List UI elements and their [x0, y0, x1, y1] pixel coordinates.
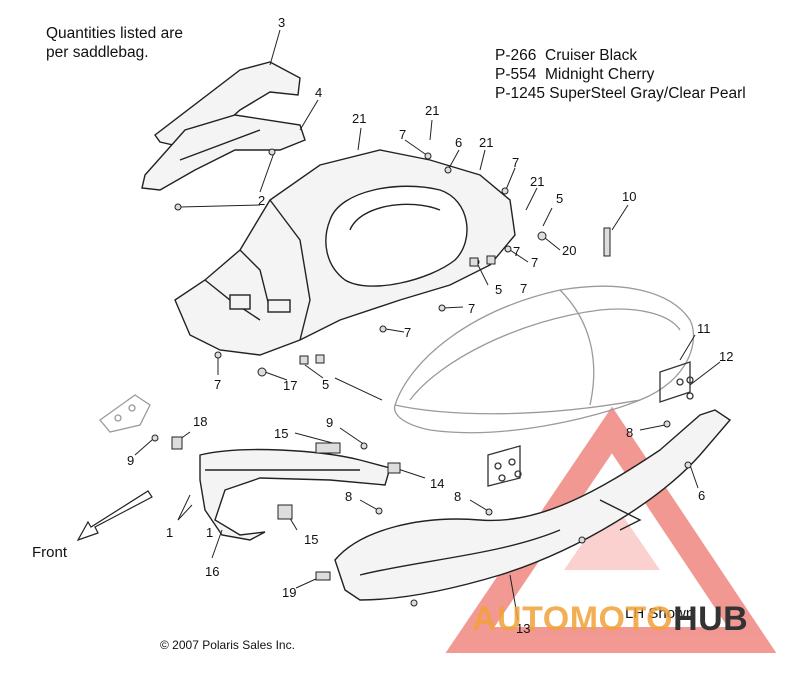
callout-12: 12: [719, 349, 734, 364]
callout-19: 19: [282, 585, 297, 600]
mount-plates: [487, 361, 694, 487]
callout-15b: 15: [304, 532, 319, 547]
callout-2: 2: [258, 193, 266, 208]
callout-6a: 6: [455, 135, 463, 150]
quantity-note-line1: Quantities listed are: [46, 25, 183, 42]
callout-7a: 7: [399, 127, 407, 142]
color-code-row: P-266 Cruiser Black: [495, 46, 746, 65]
callout-8c: 8: [626, 425, 634, 440]
callout-18: 18: [193, 414, 208, 429]
callout-7c: 7: [531, 255, 539, 270]
callout-8b: 8: [454, 489, 462, 504]
color-code: P-1245: [495, 85, 545, 102]
lid-outline: [393, 285, 695, 434]
callout-3: 3: [278, 15, 286, 30]
bracket-left: [99, 394, 151, 433]
color-code-row: P-554 Midnight Cherry: [495, 65, 746, 84]
callout-7g: 7: [513, 244, 521, 259]
quantity-note: Quantities listed are per saddlebag.: [46, 24, 246, 62]
callout-9b: 9: [326, 415, 334, 430]
callout-6b: 6: [698, 488, 706, 503]
color-code: P-266: [495, 47, 537, 64]
callout-9a: 9: [127, 453, 135, 468]
watermark-part1: AUTOMOTO: [472, 600, 674, 638]
callout-21b: 21: [425, 103, 440, 118]
callout-1b: 1: [166, 525, 174, 540]
callout-4: 4: [315, 85, 323, 100]
leader-lines: [134, 29, 721, 621]
quantity-note-line2: per saddlebag.: [46, 44, 149, 61]
front-arrow: [76, 490, 153, 542]
side-cover: [199, 448, 391, 541]
callout-17: 17: [283, 378, 298, 393]
callout-7f: 7: [214, 377, 222, 392]
callout-11: 11: [697, 321, 711, 336]
callout-14: 14: [430, 476, 445, 491]
callout-21c: 21: [479, 135, 494, 150]
callout-20: 20: [562, 243, 577, 258]
color-code-list: P-266 Cruiser Black P-554 Midnight Cherr…: [495, 46, 746, 103]
callout-5c: 5: [556, 191, 564, 206]
callout-5b: 5: [495, 282, 503, 297]
fasteners: [151, 148, 692, 607]
watermark-part2: HUB: [673, 600, 749, 638]
callout-10: 10: [622, 189, 637, 204]
copyright-text: © 2007 Polaris Sales Inc.: [160, 638, 295, 652]
color-name: Midnight Cherry: [545, 66, 655, 83]
callout-7b: 7: [512, 155, 520, 170]
callout-7h: 7: [520, 281, 528, 296]
watermark-logo: AUTOMOTOHUB: [472, 600, 748, 639]
callout-16: 16: [205, 564, 220, 579]
callout-5a: 5: [322, 377, 330, 392]
lower-cover: [334, 409, 732, 601]
color-name: Cruiser Black: [545, 47, 638, 64]
color-name: SuperSteel Gray/Clear Pearl: [549, 85, 746, 102]
callout-1: 1: [206, 525, 214, 540]
color-code: P-554: [495, 66, 537, 83]
callout-8a: 8: [345, 489, 353, 504]
callout-21a: 21: [352, 111, 367, 126]
callout-13: 13: [516, 621, 531, 636]
callout-7e: 7: [404, 325, 412, 340]
front-label: Front: [32, 544, 68, 561]
callout-7d: 7: [468, 301, 476, 316]
upper-trim: [141, 61, 306, 191]
callout-21d: 21: [530, 174, 545, 189]
color-code-row: P-1245 SuperSteel Gray/Clear Pearl: [495, 84, 746, 103]
lh-shown-label: LH Shown: [625, 605, 695, 622]
callout-15a: 15: [274, 426, 289, 441]
saddlebag-body: [174, 149, 516, 356]
